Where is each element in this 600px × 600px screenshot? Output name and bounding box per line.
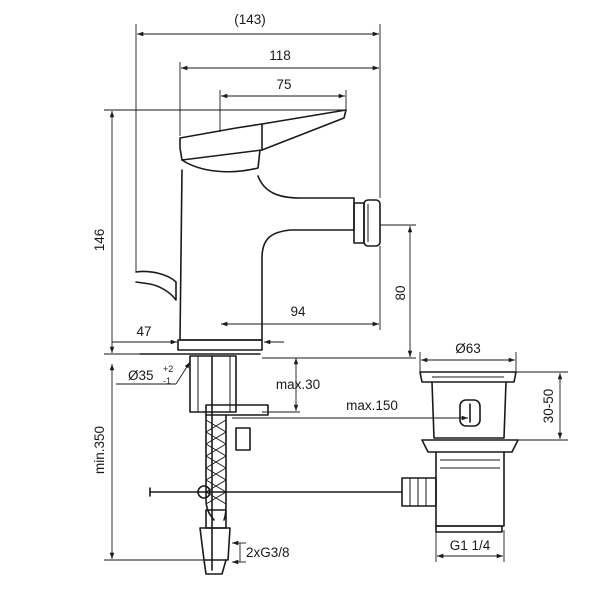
dim-spout-height: 80	[393, 285, 408, 300]
side-connector	[235, 427, 251, 451]
dim-hole-tol-minus: -1	[163, 376, 171, 386]
dim-waste-range: 30-50	[541, 389, 556, 424]
flex-hose	[199, 414, 231, 575]
dim-body-to-spout: 118	[269, 48, 291, 63]
spout-nozzle	[353, 202, 365, 244]
dim-lever-reach: 75	[276, 77, 291, 92]
dim-body-width: 47	[136, 324, 151, 339]
fixing-nut	[205, 404, 269, 416]
dim-waste-diameter: Ø63	[455, 341, 481, 356]
lever-handle	[179, 109, 347, 161]
waste-thread-end	[435, 525, 503, 533]
dim-max-thickness: max.30	[276, 377, 320, 392]
dim-hole-tol-plus: +2	[163, 364, 173, 374]
dim-min-length: min.350	[92, 426, 107, 474]
under-deck	[149, 355, 403, 575]
waste-slot	[459, 399, 481, 427]
rod-housing	[401, 477, 437, 507]
tap-body	[135, 109, 381, 355]
dim-connection: 2xG3/8	[246, 545, 290, 560]
dim-overall-width: (143)	[234, 12, 266, 27]
waste-nut	[421, 439, 519, 453]
rod-clip	[197, 485, 211, 499]
waste-flange	[419, 371, 517, 383]
dim-hole-diameter: Ø35	[128, 368, 154, 383]
waste-tailpiece	[435, 451, 505, 527]
popup-waste	[401, 371, 519, 533]
waste-body	[431, 381, 507, 439]
dim-waste-thread: G1 1/4	[450, 538, 491, 553]
dimension-lines: (143) 118 75 146 80 94 47 Ø35 +2 -1	[92, 12, 568, 565]
mixer-body	[179, 169, 355, 341]
dim-max-rod: max.150	[346, 398, 398, 413]
aerator	[363, 199, 381, 247]
threaded-shank	[189, 355, 237, 413]
base-plate	[177, 339, 263, 351]
dim-spout-reach: 94	[290, 304, 306, 319]
popup-lever	[135, 270, 177, 301]
dim-height: 146	[92, 229, 107, 252]
cartridge-cap	[181, 149, 261, 173]
